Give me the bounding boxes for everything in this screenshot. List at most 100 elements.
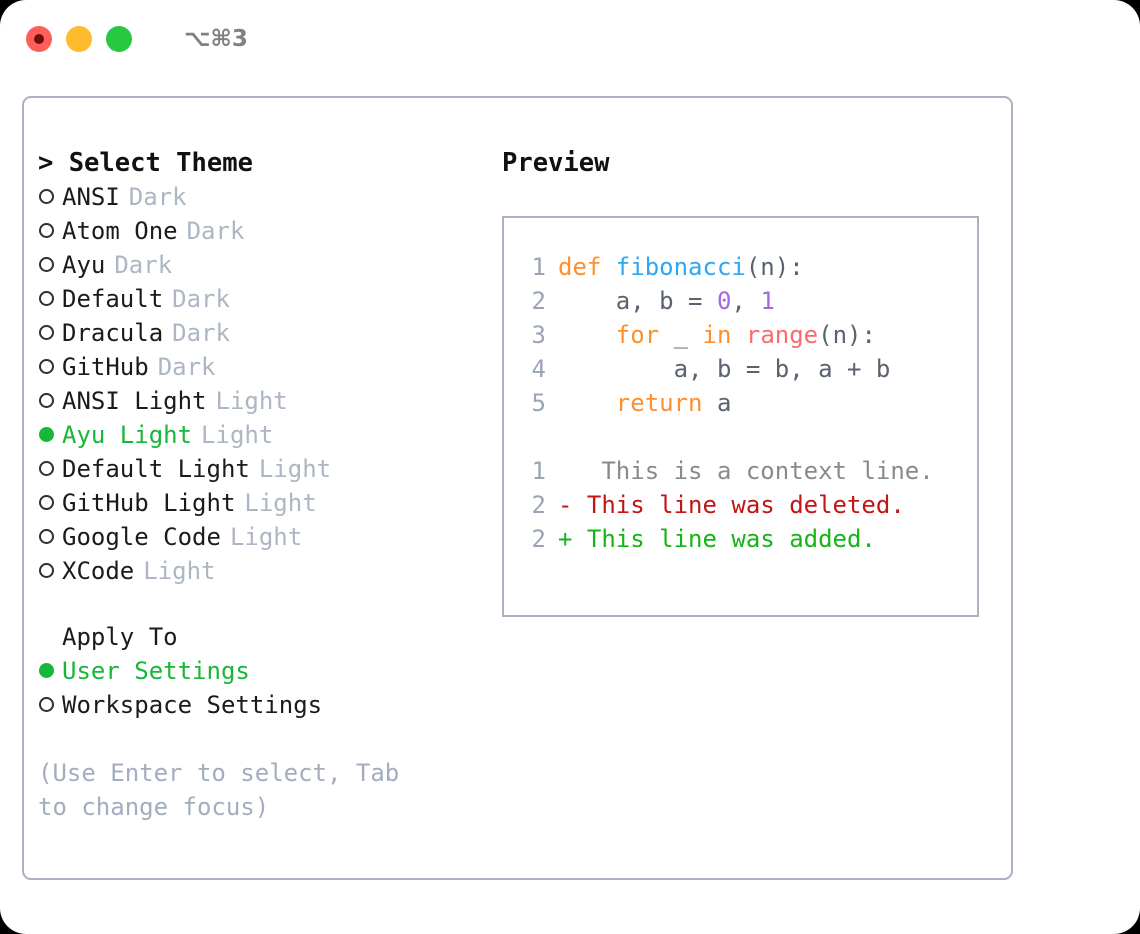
- line-number: 5: [531, 389, 546, 417]
- theme-label: ANSI Light: [62, 387, 207, 415]
- token-num: 0: [716, 287, 732, 315]
- code-line-content: a, b = b, a + b: [558, 352, 891, 386]
- theme-item-8[interactable]: Default Light Light: [38, 452, 478, 486]
- keyboard-hint-text: (Use Enter to select, Tab to change focu…: [38, 759, 400, 821]
- token-txt: [558, 389, 616, 417]
- token-txt: [558, 321, 616, 349]
- minimize-button[interactable]: [66, 26, 92, 52]
- theme-label: Ayu Light: [62, 421, 193, 449]
- apply-to-item-0[interactable]: User Settings: [38, 654, 478, 688]
- theme-item-5[interactable]: GitHub Dark: [38, 350, 478, 384]
- theme-item-10[interactable]: Google Code Light: [38, 520, 478, 554]
- theme-item-6[interactable]: ANSI Light Light: [38, 384, 478, 418]
- diff-line-add: 2 + This line was added.: [518, 522, 934, 556]
- theme-variant-badge: Light: [215, 387, 288, 415]
- token-num: 1: [760, 287, 775, 315]
- code-line: 4 a, b = b, a + b: [518, 352, 934, 386]
- theme-variant-badge: Light: [143, 557, 216, 585]
- theme-variant-badge: Light: [201, 421, 274, 449]
- theme-label: Dracula: [62, 319, 164, 347]
- code-spacer: [518, 420, 934, 454]
- code-line-content: for _ in range(n):: [558, 318, 876, 352]
- theme-variant-badge: Light: [229, 523, 303, 551]
- token-kw: def: [558, 253, 616, 281]
- token-fn: fibonacci: [615, 253, 746, 281]
- keyboard-shortcut-label: ⌥⌘3: [184, 26, 248, 52]
- line-number: 2: [531, 287, 546, 315]
- theme-label: Google Code: [62, 523, 221, 551]
- preview-heading: Preview: [502, 148, 610, 178]
- theme-variant-badge: Light: [244, 489, 317, 517]
- token-txt: a, b =: [558, 287, 717, 315]
- close-button[interactable]: [26, 26, 52, 52]
- diff-line-ctx: 1 This is a context line.: [518, 454, 934, 488]
- line-number: 1: [531, 457, 546, 485]
- token-del: - This line was deleted.: [558, 491, 905, 519]
- line-number: 1: [531, 253, 546, 281]
- apply-to-item-1[interactable]: Workspace Settings: [38, 688, 478, 722]
- token-txt: (n):: [818, 321, 876, 349]
- token-kw: in: [702, 321, 732, 349]
- code-line-content: return a: [558, 386, 732, 420]
- token-kw: return: [615, 389, 703, 417]
- code-line: 3 for _ in range(n):: [518, 318, 934, 352]
- token-kw: for: [615, 321, 660, 349]
- line-number: 3: [531, 321, 546, 349]
- apply-to-label: Workspace Settings: [62, 691, 323, 719]
- code-line-content: This is a context line.: [558, 454, 934, 488]
- theme-variant-badge: Dark: [186, 217, 245, 245]
- code-line: 2 a, b = 0, 1: [518, 284, 934, 318]
- diff-line-del: 2 - This line was deleted.: [518, 488, 934, 522]
- token-bi: range: [745, 321, 819, 349]
- theme-item-3[interactable]: Default Dark: [38, 282, 478, 316]
- theme-label: GitHub Light: [62, 489, 236, 517]
- code-line-content: - This line was deleted.: [558, 488, 905, 522]
- theme-variant-badge: Dark: [157, 353, 216, 381]
- theme-item-0[interactable]: ANSI Dark: [38, 180, 478, 214]
- theme-variant-badge: Light: [258, 455, 332, 483]
- token-ctx: This is a context line.: [558, 457, 934, 485]
- token-txt: a: [702, 389, 732, 417]
- theme-item-9[interactable]: GitHub Light Light: [38, 486, 478, 520]
- token-txt: [731, 321, 745, 349]
- theme-variant-badge: Dark: [114, 251, 173, 279]
- token-txt: _: [659, 321, 703, 349]
- line-number: 4: [531, 355, 546, 383]
- theme-item-4[interactable]: Dracula Dark: [38, 316, 478, 350]
- theme-item-2[interactable]: Ayu Dark: [38, 248, 478, 282]
- theme-item-7[interactable]: Ayu Light Light: [38, 418, 478, 452]
- title-bar: ⌥⌘3: [0, 0, 1140, 78]
- token-txt: (n):: [745, 253, 804, 281]
- code-line-content: + This line was added.: [558, 522, 876, 556]
- line-number: 2: [531, 491, 546, 519]
- token-txt: ,: [731, 287, 761, 315]
- token-txt: a, b = b, a + b: [558, 355, 891, 383]
- theme-label: Default: [62, 285, 164, 313]
- apply-to-label: User Settings: [62, 657, 250, 685]
- apply-to-heading: Apply To: [62, 623, 178, 651]
- theme-label: ANSI: [62, 183, 120, 211]
- theme-variant-badge: Dark: [172, 285, 230, 313]
- code-line: 5 return a: [518, 386, 934, 420]
- theme-label: Default Light: [62, 455, 250, 483]
- line-number: 2: [531, 525, 546, 553]
- theme-variant-badge: Dark: [172, 319, 230, 347]
- theme-label: GitHub: [62, 353, 149, 381]
- maximize-button[interactable]: [106, 26, 132, 52]
- code-line-content: def fibonacci(n):: [558, 250, 804, 284]
- theme-variant-badge: Dark: [128, 183, 187, 211]
- token-add: + This line was added.: [558, 525, 876, 553]
- code-line-content: a, b = 0, 1: [558, 284, 775, 318]
- theme-label: Ayu: [62, 251, 106, 279]
- select-theme-heading: > Select Theme: [38, 148, 253, 178]
